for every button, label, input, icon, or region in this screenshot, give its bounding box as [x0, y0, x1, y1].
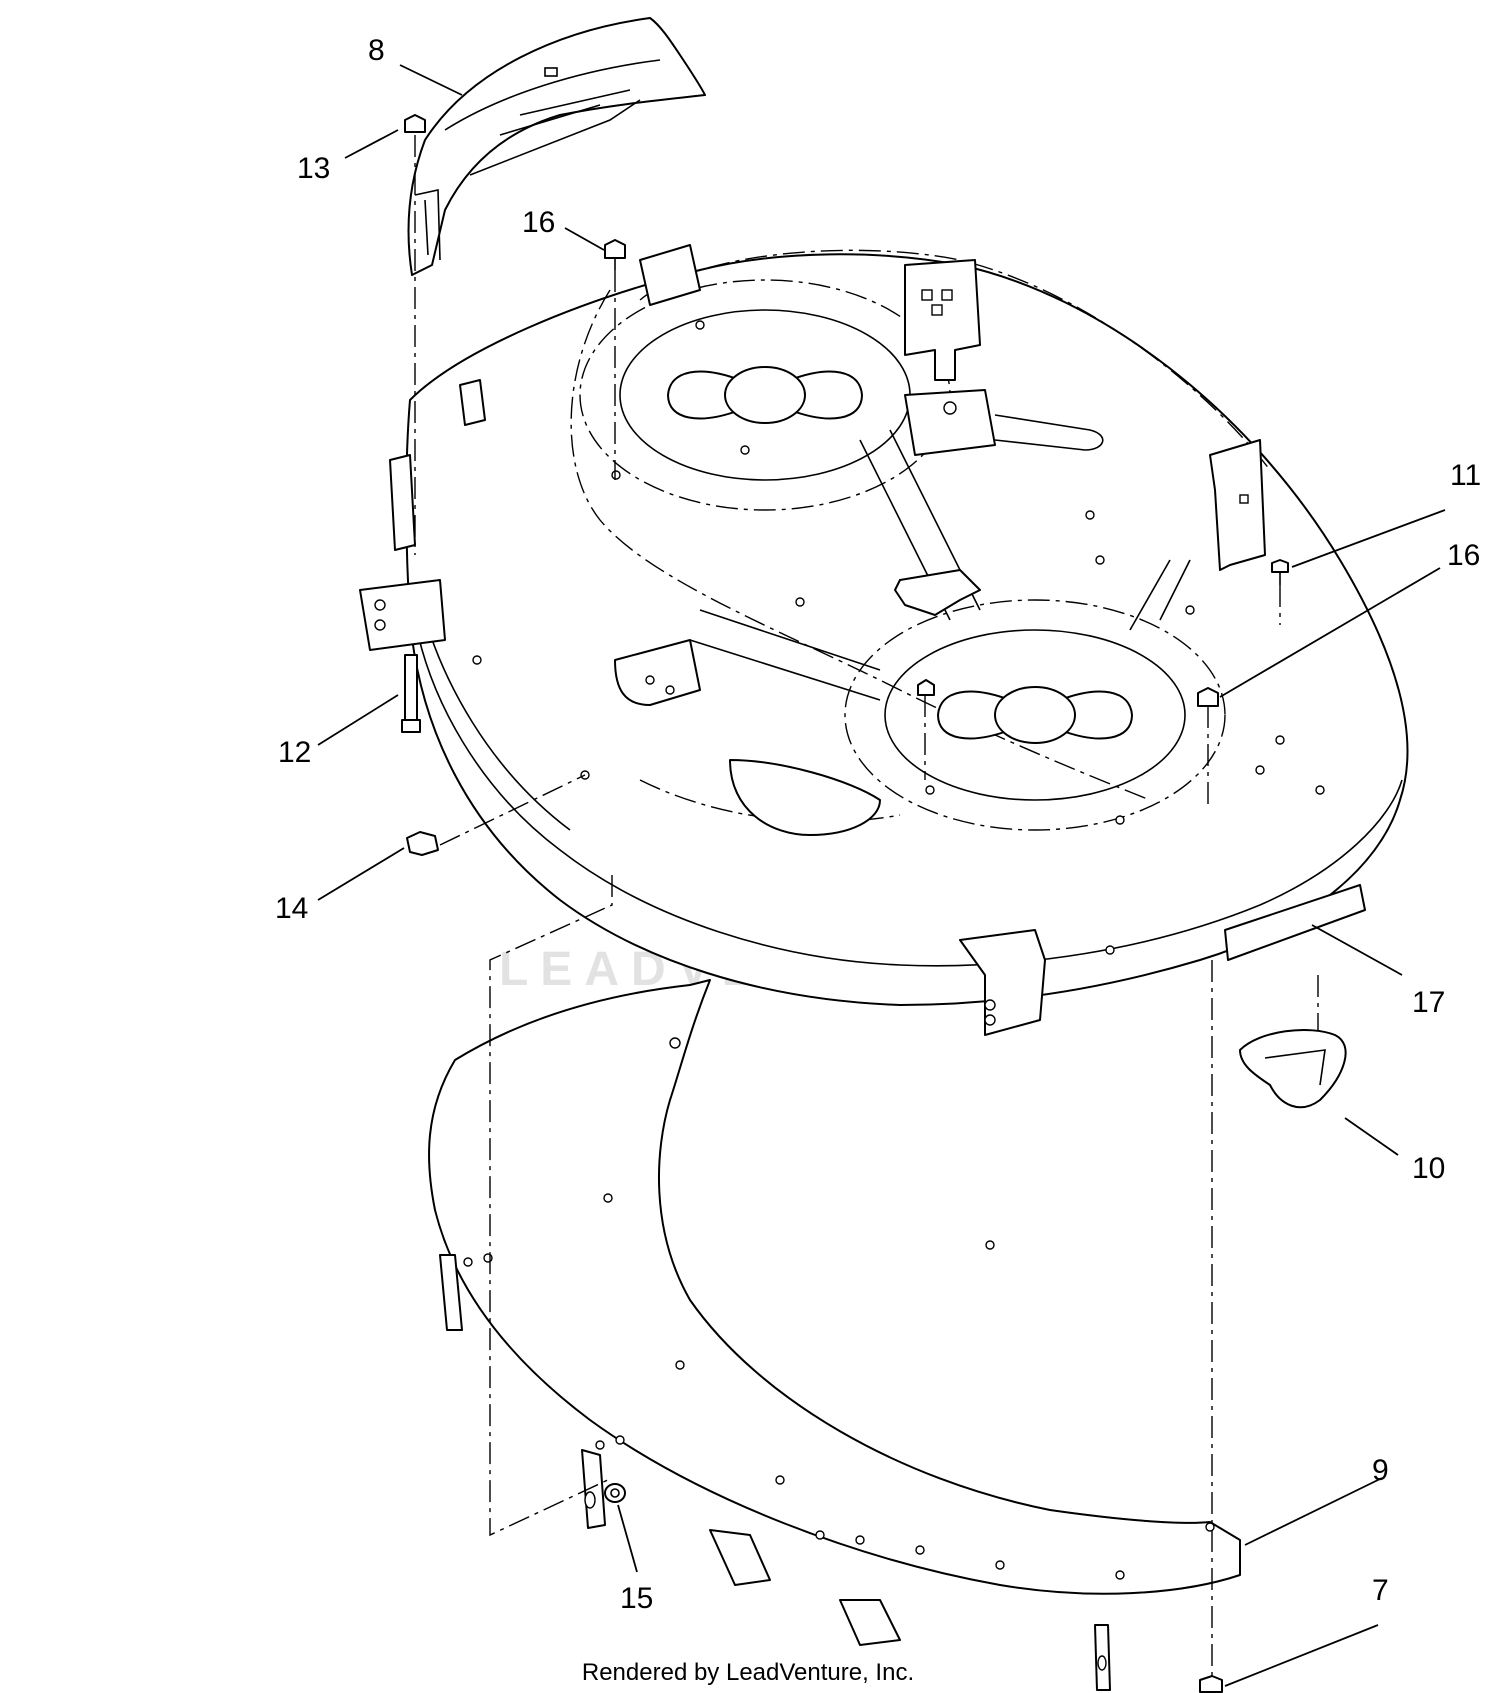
- callout-15: 15: [620, 1582, 653, 1615]
- callout-16-upper: 16: [522, 206, 555, 239]
- part-14-bolt: [406, 831, 439, 856]
- assembly-lines: [414, 135, 1319, 1680]
- callout-10: 10: [1412, 1152, 1445, 1185]
- fasteners: [401, 114, 1289, 1693]
- callout-11: 11: [1450, 459, 1481, 492]
- part-13-bolt: [404, 114, 426, 133]
- part-16-bolt-right: [1197, 687, 1219, 707]
- callout-13: 13: [297, 152, 330, 185]
- part-9-lower-baffle: [428, 979, 1241, 1691]
- callout-12: 12: [278, 736, 311, 769]
- part-12-bolt: [404, 654, 418, 731]
- leader-lines: [317, 64, 1446, 1687]
- callout-7: 7: [1372, 1574, 1389, 1607]
- part-11-screw: [1271, 559, 1289, 573]
- mower-deck-housing: [359, 244, 1409, 1036]
- part-8-deflector: [407, 17, 706, 276]
- part-10-baffle: [1239, 1029, 1347, 1109]
- part-17-decal: [1224, 884, 1366, 961]
- callout-14: 14: [275, 892, 308, 925]
- part-7-nut: [1199, 1675, 1223, 1693]
- footer-credit: Rendered by LeadVenture, Inc.: [582, 1659, 914, 1686]
- part-16-bolt-upper: [604, 239, 626, 259]
- part-15-nut: [604, 1483, 626, 1503]
- callout-8: 8: [368, 34, 385, 67]
- callout-labels: 8 13 16 11 16 12 14 17 10 9 7 15: [275, 34, 1481, 1615]
- callout-17: 17: [1412, 986, 1445, 1019]
- callout-16-right: 16: [1447, 539, 1480, 572]
- callout-9: 9: [1372, 1454, 1389, 1487]
